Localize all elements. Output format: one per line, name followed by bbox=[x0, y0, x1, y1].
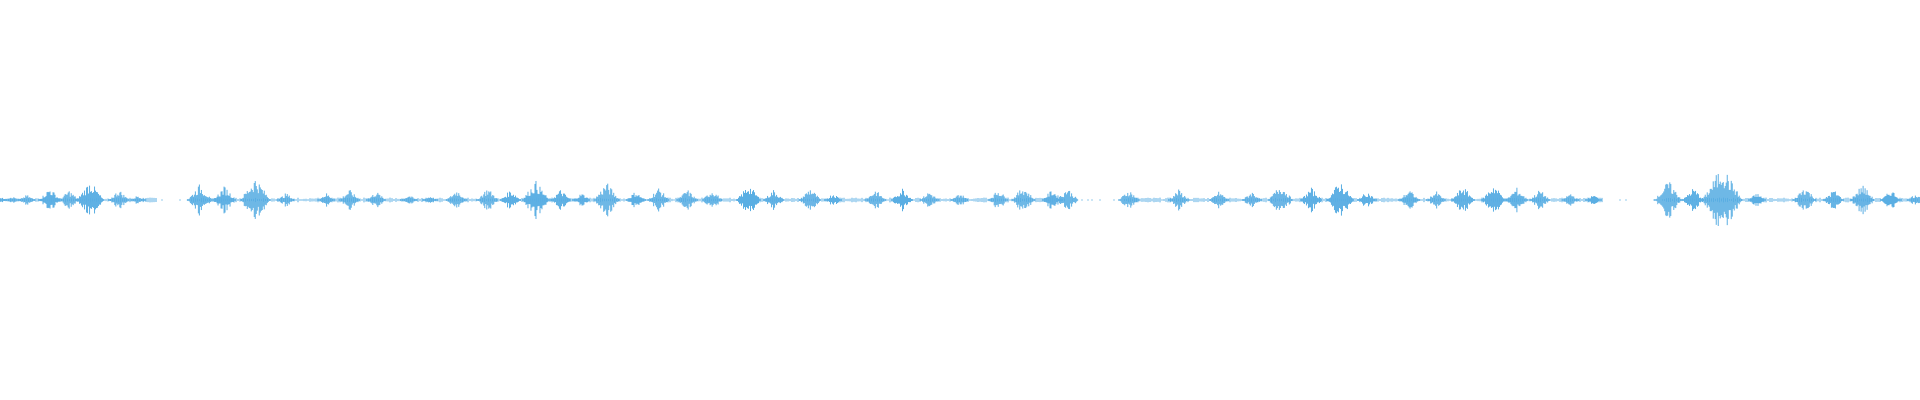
waveform-burst bbox=[1880, 192, 1902, 208]
waveform-burst bbox=[1585, 196, 1602, 204]
waveform-burst bbox=[500, 191, 522, 209]
waveform-burst bbox=[18, 195, 36, 205]
waveform-burst bbox=[421, 197, 438, 203]
waveform-burst bbox=[1426, 191, 1447, 209]
waveform-burst bbox=[1480, 188, 1506, 212]
waveform-burst bbox=[476, 190, 499, 210]
waveform-burst bbox=[864, 191, 886, 209]
waveform-burst bbox=[276, 193, 295, 207]
waveform-burst bbox=[76, 185, 105, 215]
waveform-burst bbox=[446, 192, 468, 208]
waveform-burst bbox=[625, 192, 646, 208]
waveform-burst bbox=[1906, 195, 1920, 205]
waveform-burst bbox=[647, 188, 670, 212]
waveform-burst bbox=[58, 191, 79, 209]
waveform-burst bbox=[1118, 192, 1140, 208]
waveform-burst bbox=[676, 190, 698, 210]
waveform-burst bbox=[108, 191, 130, 209]
waveform-burst bbox=[1325, 184, 1354, 216]
waveform-burst bbox=[239, 181, 271, 219]
waveform-burst bbox=[593, 183, 621, 217]
waveform-burst bbox=[1505, 187, 1528, 213]
waveform-burst bbox=[1241, 192, 1262, 208]
waveform-burst bbox=[1654, 182, 1683, 218]
waveform-burst bbox=[1209, 191, 1230, 209]
waveform-burst bbox=[987, 192, 1009, 208]
waveform-burst bbox=[129, 196, 147, 204]
waveform-burst bbox=[212, 186, 237, 214]
waveform-burst bbox=[1357, 193, 1378, 207]
waveform-burst bbox=[38, 191, 61, 209]
waveform-burst bbox=[186, 184, 212, 216]
waveform-burst bbox=[1849, 185, 1875, 215]
waveform-burst bbox=[763, 190, 785, 210]
waveform-burst bbox=[572, 194, 591, 206]
waveform-burst bbox=[701, 193, 723, 207]
waveform-burst bbox=[891, 188, 913, 212]
waveform-burst bbox=[366, 192, 387, 208]
waveform-burst bbox=[1398, 191, 1420, 209]
waveform-track bbox=[0, 174, 1920, 226]
waveform-burst bbox=[823, 195, 842, 205]
waveform-burst bbox=[1747, 194, 1766, 206]
waveform-burst bbox=[521, 180, 550, 220]
waveform-burst bbox=[1682, 189, 1705, 211]
waveform-burst bbox=[1792, 190, 1817, 210]
waveform-burst bbox=[338, 190, 360, 210]
waveform-burst bbox=[736, 188, 761, 212]
waveform-burst bbox=[549, 190, 571, 210]
waveform-burst bbox=[1561, 194, 1580, 206]
waveform-burst bbox=[1299, 187, 1322, 213]
waveform-burst bbox=[798, 190, 821, 210]
waveform-burst bbox=[1056, 190, 1079, 210]
waveform-burst bbox=[1168, 189, 1190, 211]
waveform-burst bbox=[950, 195, 969, 205]
waveform-burst bbox=[1267, 190, 1293, 210]
waveform-burst bbox=[400, 196, 418, 204]
waveform-burst bbox=[317, 193, 336, 207]
waveform-burst bbox=[919, 193, 940, 207]
waveform-burst bbox=[1822, 191, 1844, 209]
waveform-burst bbox=[3, 197, 20, 203]
waveform-burst bbox=[1450, 189, 1475, 211]
waveform-burst bbox=[1011, 190, 1036, 210]
waveform-burst bbox=[1701, 174, 1743, 226]
waveform-burst bbox=[1529, 190, 1551, 210]
